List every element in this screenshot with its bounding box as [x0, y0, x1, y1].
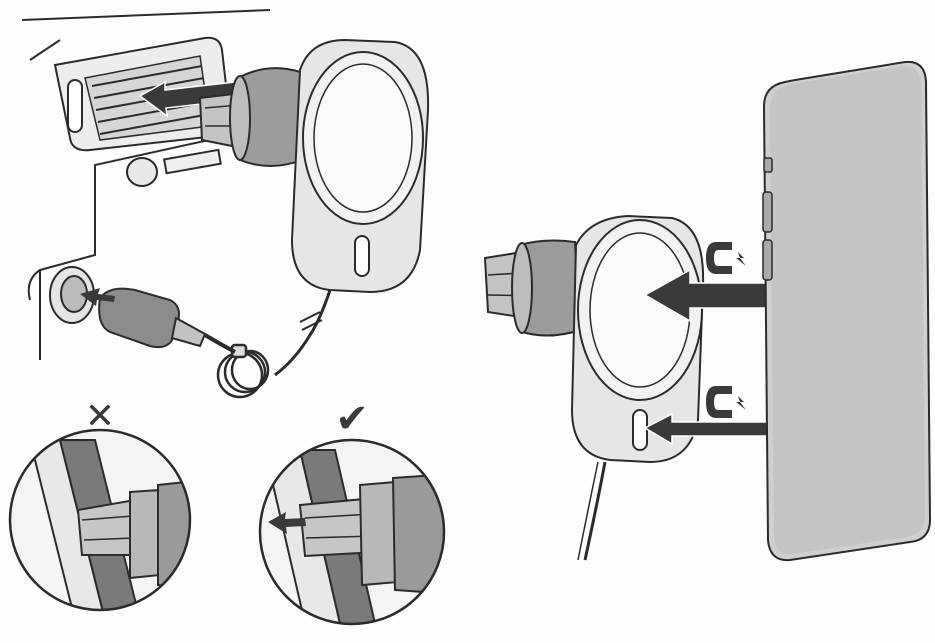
magnet-charge-icon [706, 242, 746, 274]
car-charger-plug [49, 266, 236, 354]
charger-cable [274, 289, 332, 377]
side-vent-clip [483, 239, 582, 337]
right-mark: ✔ [335, 396, 369, 442]
plug-arrow [80, 288, 115, 306]
mount-neck [229, 67, 304, 167]
vent-right-panel: ✔ [258, 396, 446, 626]
side-charger-head [570, 214, 705, 561]
coiled-cable [216, 343, 270, 399]
charger-head [290, 38, 430, 294]
phone [762, 60, 932, 562]
dashboard-outline [21, 9, 301, 360]
attach-arrow-small [643, 412, 769, 446]
right-lens [258, 438, 446, 626]
magnet-charge-icon [706, 386, 746, 418]
wrong-lens [8, 428, 192, 612]
dash-slot [163, 148, 222, 175]
dash-knob [126, 157, 158, 187]
car-installation-panel [21, 9, 430, 399]
phone-attach-panel [483, 60, 932, 562]
vent-wrong-panel: ✕ [8, 396, 192, 612]
